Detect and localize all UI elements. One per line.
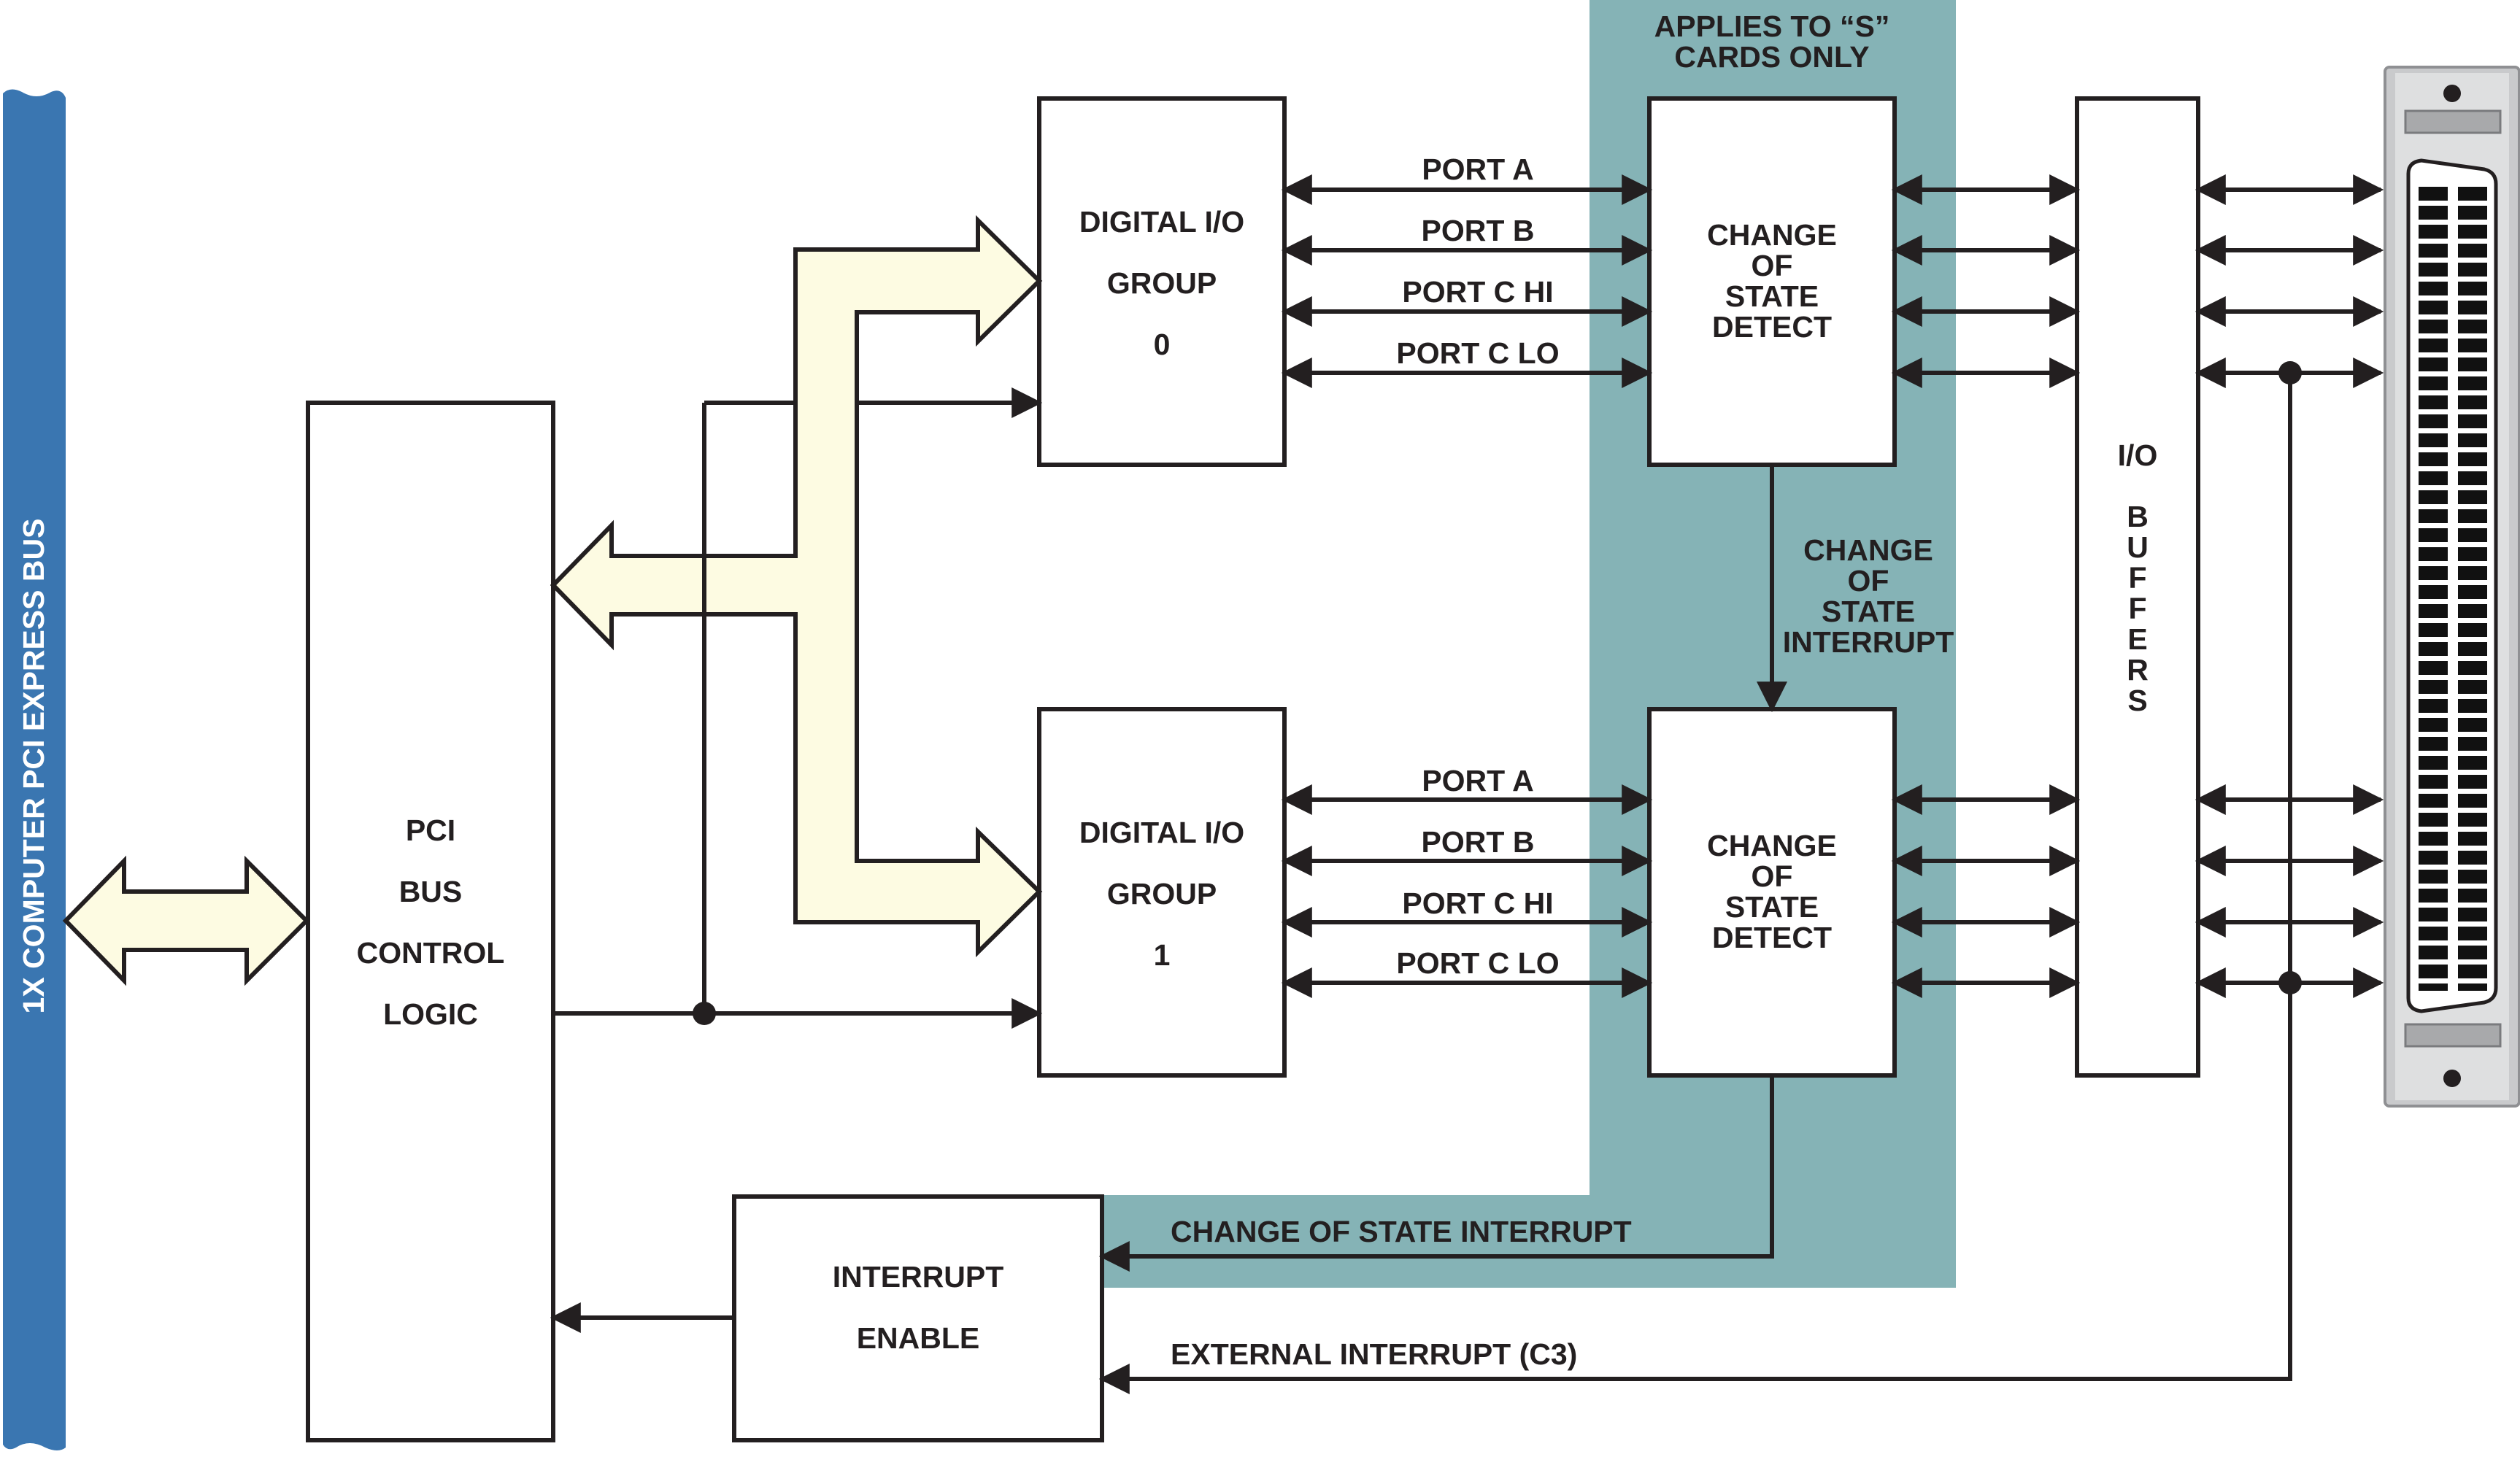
io-buffers-block xyxy=(2075,96,2200,1078)
port-a-label-1: PORT A xyxy=(1422,764,1533,797)
io-buffers-label-3: U xyxy=(2127,530,2149,564)
dio-group-0-label-3: 0 xyxy=(1154,328,1171,361)
cos-detect-1-label-2: OF xyxy=(1752,859,1793,893)
pci-block-label-4: LOGIC xyxy=(383,997,478,1031)
io-buffers-label-7: R xyxy=(2127,653,2149,687)
pci-bus-fat-arrow xyxy=(62,855,310,986)
cos-detect-0-label-2: OF xyxy=(1752,249,1793,282)
d-sub-connector-icon xyxy=(2384,66,2520,1108)
cos-interrupt-bus-label: CHANGE OF STATE INTERRUPT xyxy=(1171,1215,1632,1248)
dio-group-1-label-2: GROUP xyxy=(1107,877,1217,911)
interrupt-enable-block xyxy=(732,1194,1104,1442)
io-buffers-label-8: S xyxy=(2127,684,2147,717)
io-buffers-label-4: F xyxy=(2128,561,2146,595)
port-a-label-0: PORT A xyxy=(1422,152,1533,186)
external-interrupt-line xyxy=(1098,373,2292,1394)
interrupt-enable-label-2: ENABLE xyxy=(857,1321,980,1355)
applies-to-label-2: CARDS ONLY xyxy=(1674,40,1869,74)
cos-interrupt-label-1: CHANGE xyxy=(1803,533,1933,567)
cos-detect-1-label-1: CHANGE xyxy=(1707,829,1837,862)
io-buffers-label-1: I/O xyxy=(2118,438,2158,472)
cos-interrupt-label-3: STATE xyxy=(1822,595,1915,628)
io-buffers-label-2: B xyxy=(2127,500,2149,533)
cos-detect-0-label-4: DETECT xyxy=(1712,310,1832,344)
interrupt-enable-label-1: INTERRUPT xyxy=(833,1260,1004,1294)
internal-data-bus-arrow xyxy=(550,215,1043,958)
dio-group-0-label-1: DIGITAL I/O xyxy=(1079,205,1244,239)
io-buffers-label-5: F xyxy=(2128,592,2146,625)
pci-block-label-1: PCI xyxy=(406,813,455,847)
external-interrupt-label: EXTERNAL INTERRUPT (C3) xyxy=(1171,1337,1577,1371)
pci-block-label-2: BUS xyxy=(399,875,463,908)
cos-to-buffer-lines xyxy=(1891,174,2081,998)
port-c-hi-label-0: PORT C HI xyxy=(1402,275,1553,309)
dio-group-0-label-2: GROUP xyxy=(1107,266,1217,300)
port-c-lo-label-1: PORT C LO xyxy=(1396,946,1559,980)
cos-interrupt-label-4: INTERRUPT xyxy=(1783,625,1954,659)
cos-interrupt-bus-line xyxy=(1098,1075,1774,1272)
pci-express-bus-label: 1X COMPUTER PCI EXPRESS BUS xyxy=(17,519,50,1014)
port-b-label-0: PORT B xyxy=(1422,214,1535,247)
pci-block-label-3: CONTROL xyxy=(357,936,505,970)
applies-to-label-1: APPLIES TO “S” xyxy=(1654,9,1890,43)
dio-group-1-label-1: DIGITAL I/O xyxy=(1079,816,1244,849)
port-c-lo-label-0: PORT C LO xyxy=(1396,336,1559,370)
io-buffers-label-6: E xyxy=(2127,622,2147,656)
cos-detect-0-label-3: STATE xyxy=(1725,279,1819,313)
cos-detect-1-block xyxy=(1647,707,1897,1078)
control-lines xyxy=(553,387,1043,1029)
digital-io-group-1-block xyxy=(1037,707,1287,1078)
cos-detect-0-block xyxy=(1647,96,1897,467)
cos-interrupt-label-2: OF xyxy=(1848,564,1889,598)
pci-express-bus-strip xyxy=(3,89,66,1450)
cos-detect-1-label-3: STATE xyxy=(1725,890,1819,924)
cos-detect-0-label-1: CHANGE xyxy=(1707,218,1837,252)
pci-bus-control-logic-block xyxy=(306,401,555,1442)
port-b-label-1: PORT B xyxy=(1422,825,1535,859)
cos-detect-1-label-4: DETECT xyxy=(1712,921,1832,954)
port-lines-group-1 xyxy=(1281,784,1653,998)
port-c-hi-label-1: PORT C HI xyxy=(1402,886,1553,920)
port-lines-group-0 xyxy=(1281,174,1653,388)
dio-group-1-label-3: 1 xyxy=(1154,938,1171,972)
